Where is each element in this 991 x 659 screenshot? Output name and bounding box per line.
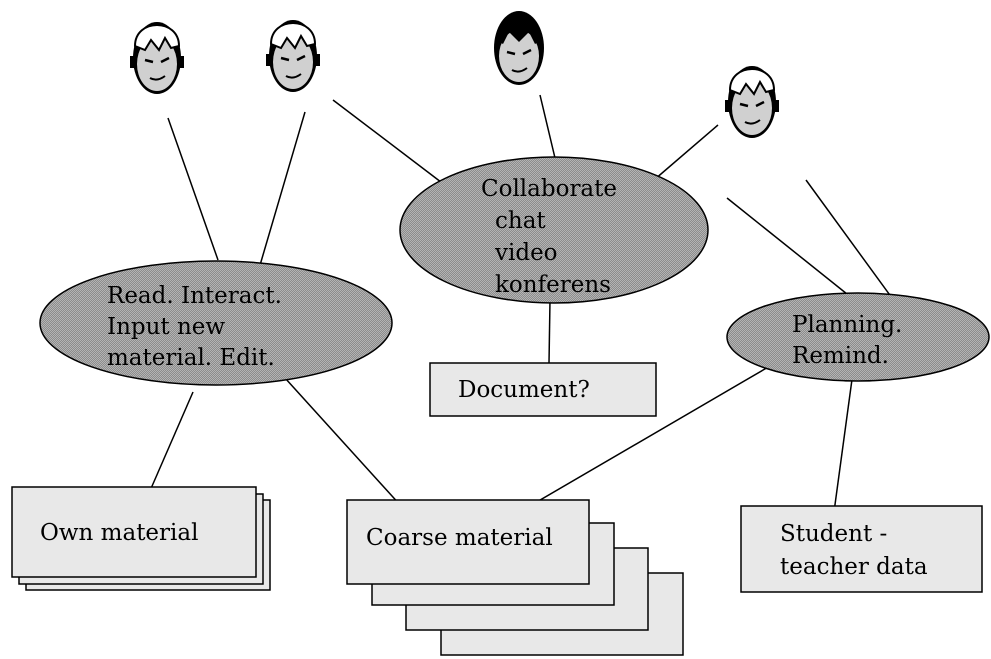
face-shape	[499, 30, 539, 82]
node-label: material. Edit.	[107, 345, 275, 371]
box-label: Document?	[458, 377, 590, 403]
connector-line	[833, 371, 854, 513]
box-label: Coarse material	[366, 525, 553, 551]
mouth-shape	[285, 73, 302, 79]
own-material-stack: Own material	[11, 486, 271, 591]
node-label: Remind.	[792, 343, 889, 369]
box-shape	[740, 505, 983, 593]
box-shape	[11, 486, 257, 578]
document-box: Document?	[429, 362, 657, 417]
read-interact-node: Read. Interact. Input new material. Edit…	[39, 260, 393, 386]
node-label: Planning.	[792, 312, 902, 338]
connector-line	[539, 94, 556, 159]
collaborate-node: Collaborate chat video konferens	[399, 156, 709, 304]
box-shape	[346, 499, 590, 585]
connector-line	[145, 391, 194, 501]
node-label: Collaborate	[481, 176, 617, 202]
connector-line	[167, 117, 219, 261]
node-label: konferens	[495, 272, 611, 298]
hair-shape	[269, 22, 317, 50]
node-label: chat	[495, 208, 546, 234]
coarse-material-stack: Coarse material	[346, 499, 684, 656]
face-shape	[137, 37, 177, 91]
student-teacher-box: Student - teacher data	[740, 505, 983, 593]
box-shape	[429, 362, 657, 417]
eyes-shape	[739, 100, 765, 108]
eyes-shape	[144, 56, 170, 64]
person-user-4	[725, 66, 779, 138]
connector-line	[805, 179, 893, 299]
mouth-shape	[744, 119, 761, 125]
person-user-1	[130, 22, 184, 94]
connector-line	[522, 365, 771, 511]
ellipse-shape	[726, 292, 990, 382]
hair-shape	[496, 14, 542, 44]
person-user-3	[494, 11, 544, 85]
connector-line	[548, 299, 551, 364]
eyes-shape	[280, 54, 306, 62]
connector-line	[726, 197, 863, 307]
node-label: Input new	[107, 314, 225, 340]
connector-line	[284, 377, 403, 508]
connector-line	[257, 111, 306, 273]
hair-shape	[728, 68, 776, 96]
connector-line	[332, 99, 459, 196]
hair-shape	[133, 24, 181, 52]
box-label: teacher data	[780, 554, 928, 580]
person-user-2	[266, 20, 320, 92]
node-label: video	[494, 240, 558, 266]
node-label: Read. Interact.	[107, 283, 282, 309]
planning-node: Planning. Remind.	[726, 292, 990, 382]
box-label: Student -	[780, 521, 887, 547]
face-shape	[273, 35, 313, 89]
ellipse-shape	[399, 156, 709, 304]
mouth-shape	[149, 75, 166, 81]
mouth-shape	[511, 67, 528, 73]
connector-lines	[145, 94, 893, 513]
face-shape	[732, 81, 772, 135]
ellipse-shape	[39, 260, 393, 386]
eyes-shape	[506, 48, 532, 56]
box-label: Own material	[40, 520, 198, 546]
